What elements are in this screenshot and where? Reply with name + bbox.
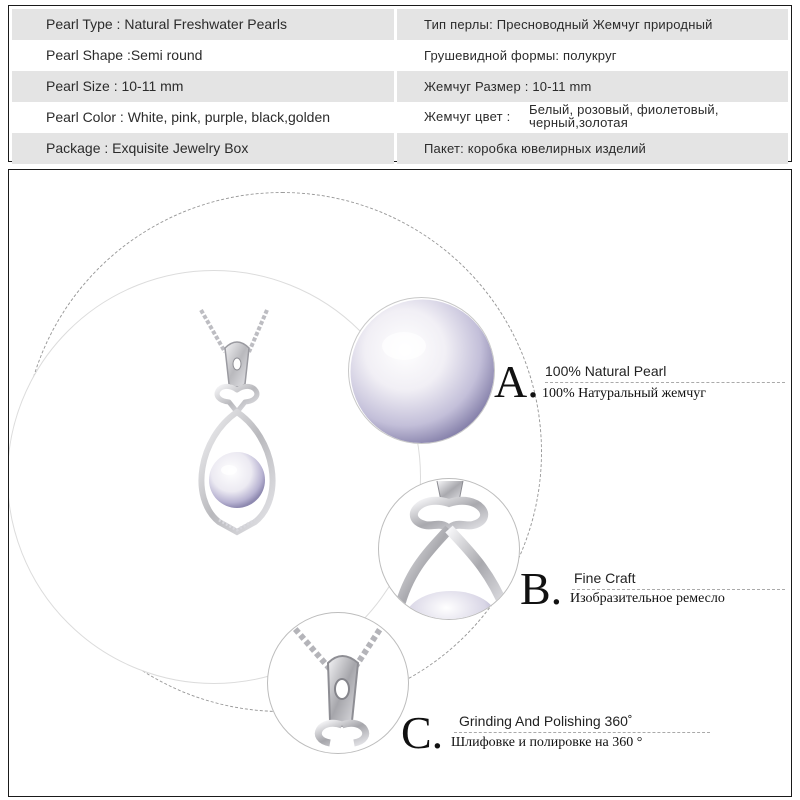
- product-feature-panel: A. 100% Natural Pearl 100% Натуральный ж…: [8, 169, 792, 797]
- pearl-pendant-image: [198, 309, 276, 536]
- spec-en-pearl-color: Pearl Color : White, pink, purple, black…: [46, 109, 331, 125]
- spec-row-pearl-size: Pearl Size : 10-11 mm Жемчуг Размер : 10…: [12, 71, 788, 102]
- spec-ru-package: Пакет: коробка ювелирных изделий: [397, 133, 788, 164]
- feature-b-english: Fine Craft: [574, 570, 636, 586]
- spec-en-pearl-type: Pearl Type : Natural Freshwater Pearls: [12, 9, 394, 40]
- polish-closeup-circle: [267, 612, 409, 754]
- spec-ru-pearl-shape: Грушевидной формы: полукруг: [424, 48, 617, 63]
- specification-table: Pearl Type : Natural Freshwater Pearls Т…: [8, 5, 792, 164]
- craft-closeup-image: [394, 480, 510, 619]
- feature-b-russian: Изобразительное ремесло: [570, 591, 725, 606]
- spec-ru-pearl-type: Тип перлы: Пресноводный Жемчуг природный: [397, 9, 788, 40]
- feature-letter-b: B.: [520, 563, 563, 614]
- polish-closeup-image: [287, 621, 387, 747]
- spec-row-pearl-color: Pearl Color : White, pink, purple, black…: [12, 102, 788, 133]
- feature-c-english: Grinding And Polishing 360˚: [459, 713, 633, 729]
- spec-en-package: Package : Exquisite Jewelry Box: [12, 133, 394, 164]
- feature-b-divider: [572, 589, 785, 590]
- spec-ru-pearl-size: Жемчуг Размер : 10-11 mm: [397, 71, 788, 102]
- spec-ru-pearl-color-value: Белый, розовый, фиолетовый, черный,золот…: [529, 102, 719, 130]
- spec-row-pearl-type: Pearl Type : Natural Freshwater Pearls Т…: [12, 9, 788, 40]
- feature-letter-a: A.: [494, 356, 539, 407]
- spec-ru-pearl-color: Жемчуг цвет : Белый, розовый, фиолетовый…: [397, 102, 788, 133]
- feature-a-english: 100% Natural Pearl: [545, 363, 667, 379]
- craft-closeup-circle: [378, 478, 520, 620]
- feature-c-russian: Шлифовке и полировке на 360 °: [451, 735, 643, 750]
- spec-row-package: Package : Exquisite Jewelry Box Пакет: к…: [12, 133, 788, 164]
- feature-a-russian: 100% Натуральный жемчуг: [542, 386, 707, 401]
- pearl-closeup-circle: [348, 297, 495, 444]
- feature-a-divider: [545, 382, 785, 383]
- spec-en-pearl-shape: Pearl Shape :Semi round: [46, 47, 203, 63]
- feature-letter-c: C.: [401, 707, 444, 758]
- spec-en-pearl-size: Pearl Size : 10-11 mm: [12, 71, 394, 102]
- spec-row-pearl-shape: Pearl Shape :Semi round Грушевидной форм…: [12, 40, 788, 71]
- pearl-closeup-image: [350, 299, 494, 443]
- spec-ru-pearl-color-label: Жемчуг цвет :: [424, 109, 511, 124]
- feature-c-divider: [454, 732, 710, 733]
